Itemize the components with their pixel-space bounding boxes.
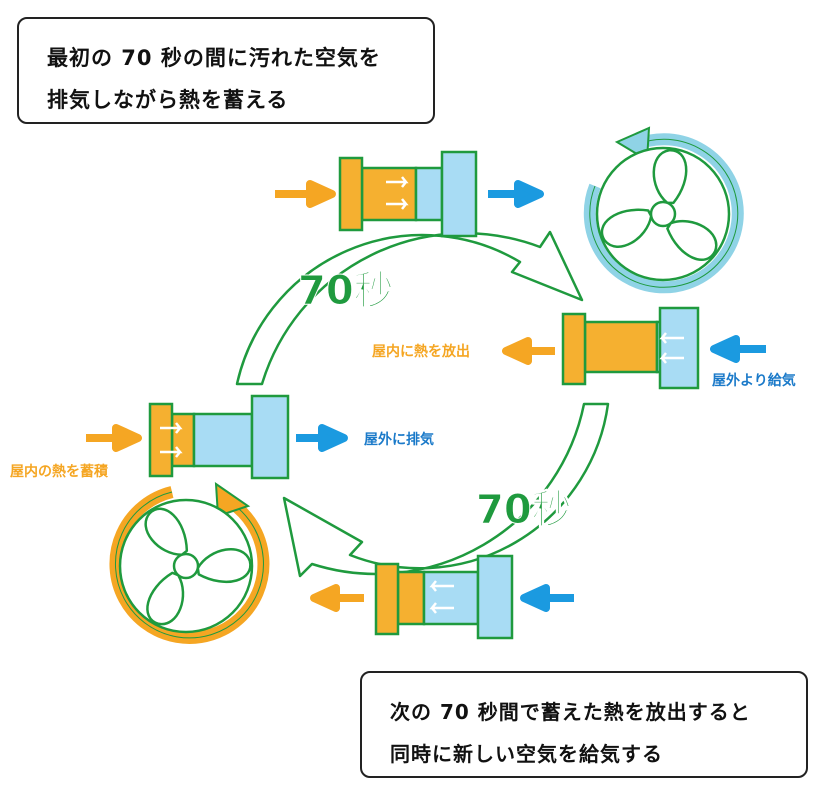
callout-exhaust-line-1: 最初の 70 秒の間に汚れた空気を (47, 46, 381, 70)
fan-top-right (583, 126, 744, 294)
arrow-out-blue-top (488, 180, 544, 208)
fan-bottom-left (109, 482, 270, 644)
label-indoor-heat-store: 屋内の熱を蓄積 (10, 463, 109, 480)
cycle-arrow-top (235, 230, 584, 386)
duration-label-top: 70秒 (298, 268, 394, 314)
exchanger-unit-left (148, 394, 290, 480)
arrow-out-orange-right (502, 337, 555, 365)
callout-supply-line-2: 同時に新しい空気を給気する (390, 742, 663, 766)
exchanger-unit-right (561, 306, 700, 390)
arrow-out-blue-left (296, 424, 348, 452)
callout-exhaust-phase: 最初の 70 秒の間に汚れた空気を 排気しながら熱を蓄える (17, 17, 435, 124)
cycle-arrow-bottom (282, 402, 610, 578)
exchanger-unit-bottom (374, 554, 514, 640)
callout-supply-line-1: 次の 70 秒間で蓄えた熱を放出すると (390, 700, 751, 724)
label-outdoor-exhaust: 屋外に排気 (364, 431, 434, 448)
arrow-in-orange-left (86, 424, 142, 452)
callout-supply-phase: 次の 70 秒間で蓄えた熱を放出すると 同時に新しい空気を給気する (360, 671, 808, 778)
label-indoor-heat-release: 屋内に熱を放出 (372, 343, 470, 360)
arrow-in-blue-bottom (520, 584, 574, 612)
duration-label-bottom: 70秒 (476, 487, 572, 533)
arrow-in-orange-top (275, 180, 336, 208)
arrow-in-blue-right (710, 335, 766, 363)
exchanger-unit-top (338, 150, 478, 238)
arrow-out-orange-bottom (310, 584, 364, 612)
label-outdoor-supply: 屋外より給気 (712, 372, 796, 389)
callout-exhaust-line-2: 排気しながら熱を蓄える (47, 88, 289, 112)
